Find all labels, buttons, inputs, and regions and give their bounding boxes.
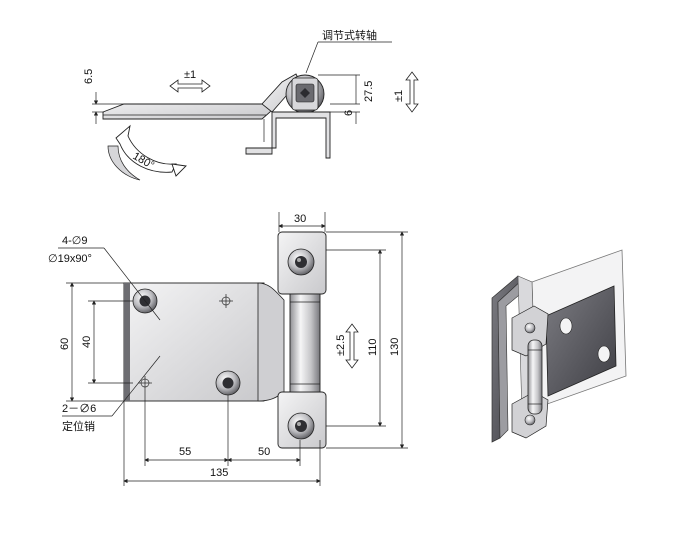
label-adjust-pivot: 调节式转轴 bbox=[322, 28, 377, 42]
dim-40: 40 bbox=[81, 336, 93, 348]
side-bracket bbox=[245, 111, 331, 159]
side-view: 调节式转轴 6.5 ±1 27.5 6 ±1 180° bbox=[83, 28, 419, 181]
hinge-3d-view bbox=[491, 249, 627, 443]
pin-marker-bottom bbox=[138, 376, 152, 390]
rotation-180-arrow: 180° bbox=[107, 124, 187, 181]
dim-50: 50 bbox=[258, 446, 270, 458]
adjust-pm2-5-arrow: ±2.5 bbox=[335, 323, 359, 369]
adjust-h-arrow: ±1 bbox=[169, 69, 211, 93]
front-view: 30 4-∅9 ∅19x90° 60 40 ±2.5 110 130 bbox=[48, 212, 408, 486]
dim-135: 135 bbox=[210, 467, 228, 479]
label-countersink: ∅19x90° bbox=[48, 253, 92, 265]
dim-pm2-5: ±2.5 bbox=[335, 335, 347, 356]
dim-pm1-h: ±1 bbox=[184, 69, 196, 81]
label-holes: 4-∅9 bbox=[62, 235, 87, 247]
dim-pm1-v: ±1 bbox=[393, 90, 405, 102]
dim-130: 130 bbox=[389, 338, 401, 356]
iso-barrel bbox=[527, 339, 543, 415]
label-pins: 2－∅6 bbox=[62, 403, 96, 415]
dim-110: 110 bbox=[367, 338, 379, 356]
side-plate bbox=[102, 95, 279, 120]
adjust-v-arrow: ±1 bbox=[393, 71, 419, 113]
dim-60: 60 bbox=[59, 338, 71, 350]
dim-27-5: 27.5 bbox=[363, 81, 375, 102]
label-pins-cn: 定位销 bbox=[62, 419, 95, 433]
dim-55: 55 bbox=[179, 446, 191, 458]
pin-marker-top bbox=[219, 294, 233, 308]
dim-6-5: 6.5 bbox=[83, 69, 95, 84]
leaf-screw-bottom bbox=[287, 412, 315, 440]
leaf-screw-top bbox=[287, 248, 315, 276]
plate-hole-bottom bbox=[215, 370, 241, 396]
iso-hinge-plate bbox=[545, 285, 617, 397]
dim-30: 30 bbox=[294, 213, 306, 225]
front-barrel bbox=[289, 293, 321, 393]
front-transition bbox=[257, 282, 285, 402]
dim-6: 6 bbox=[343, 110, 355, 116]
